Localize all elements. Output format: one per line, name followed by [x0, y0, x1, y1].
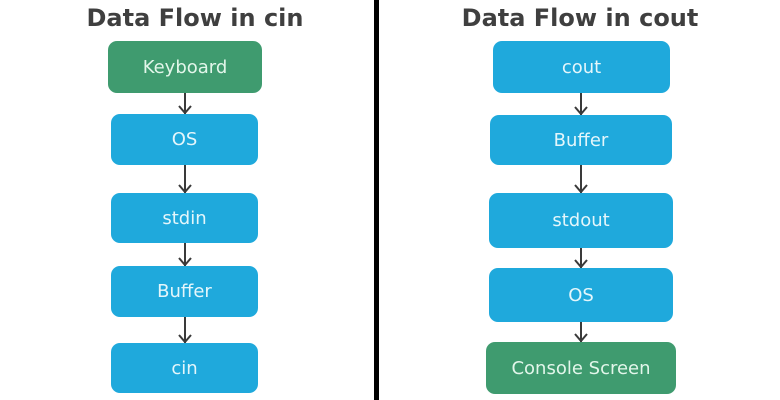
node-cout: cout	[493, 41, 670, 93]
node-keyboard: Keyboard	[108, 41, 262, 93]
arrow-down-icon	[178, 317, 192, 343]
arrow-down-icon	[178, 93, 192, 114]
arrow-down-icon	[574, 248, 588, 268]
node-stdin: stdin	[111, 193, 258, 243]
node-cin: cin	[111, 343, 258, 393]
node-os: OS	[489, 268, 673, 322]
arrow-down-icon	[178, 165, 192, 193]
node-stdout: stdout	[489, 193, 673, 248]
node-buffer: Buffer	[111, 266, 258, 317]
arrow-down-icon	[574, 93, 588, 115]
cin-flow-title: Data Flow in cin	[86, 4, 304, 32]
cout-flow-title: Data Flow in cout	[461, 4, 699, 32]
arrow-down-icon	[574, 165, 588, 193]
node-buffer: Buffer	[490, 115, 672, 165]
arrow-down-icon	[178, 243, 192, 266]
node-console-screen: Console Screen	[486, 342, 676, 394]
panel-divider	[374, 0, 379, 400]
node-os: OS	[111, 114, 258, 165]
arrow-down-icon	[574, 322, 588, 342]
